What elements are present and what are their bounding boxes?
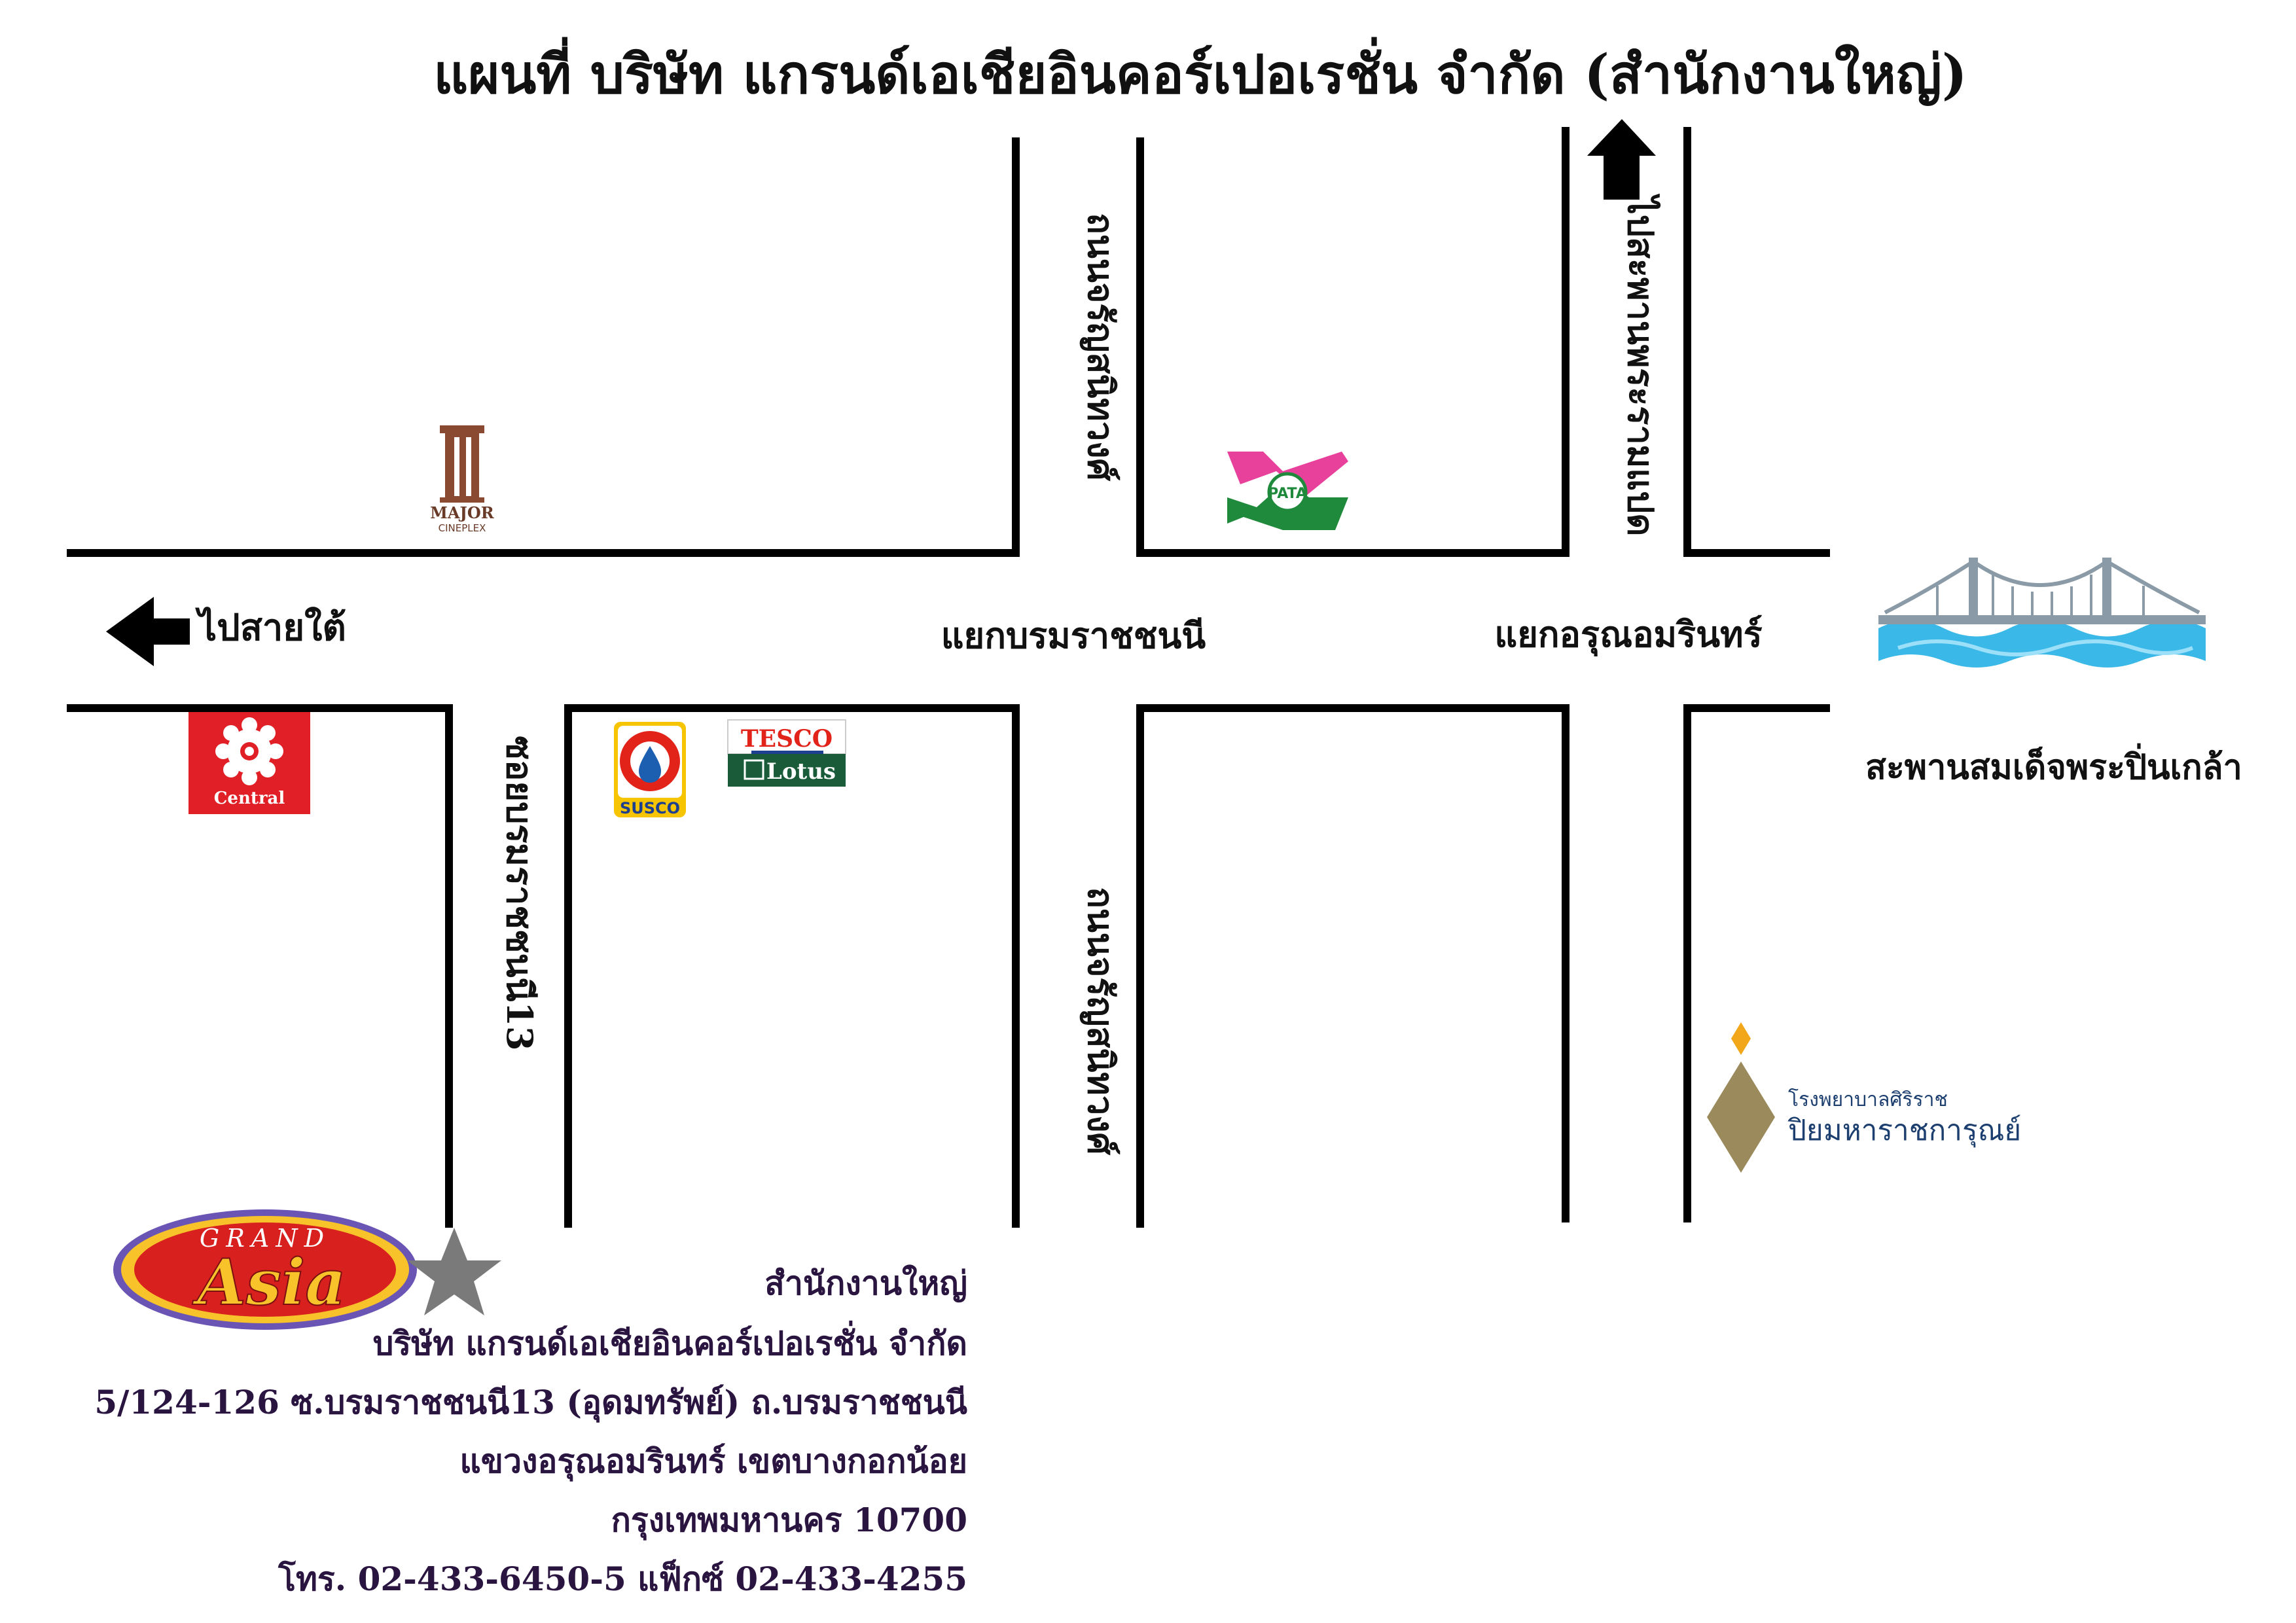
grand-asia-logo: GRAND Asia: [113, 1209, 417, 1330]
bridge-tower-left: [1969, 558, 1978, 623]
pata-label: PATA: [1268, 486, 1307, 502]
central-flower-icon: [215, 717, 283, 785]
central-logo: Central: [188, 712, 310, 814]
charan-south-east-edge: [1136, 704, 1570, 1228]
bridge-icon: [1878, 558, 2206, 668]
susco-label: SUSCO: [620, 799, 680, 817]
main-road-top-edge-right: [1683, 127, 1830, 557]
lotus-flower-icon: [744, 759, 764, 780]
bridge-road-bottom-right: [1683, 704, 1830, 1222]
major-cineplex-icon: [440, 425, 484, 503]
direction-to-south: ไปสายใต้: [195, 606, 346, 649]
arrow-left-icon: [106, 597, 190, 666]
address-line5: กรุงเทพมหานคร 10700: [611, 1501, 967, 1541]
susco-logo: SUSCO: [614, 722, 686, 817]
junction-borommaratchachonnani: แยกบรมราชชนนี: [941, 615, 1206, 656]
arrow-up-icon: [1587, 119, 1656, 200]
central-label: Central: [214, 789, 285, 808]
tesco-box-bottom: [728, 754, 846, 787]
hospital-logo: โรงพยาบาลศิริราช ปิยมหาราชการุณย์: [1707, 1022, 2021, 1173]
road-label-charan-south: ถนนจรัญสนิทวงศ์: [1080, 887, 1122, 1155]
tesco-label: TESCO: [741, 725, 833, 753]
logo-asia: Asia: [192, 1245, 346, 1319]
address-line3: 5/124-126 ซ.บรมราชชนนี13 (อุดมทรัพย์) ถ.…: [94, 1383, 967, 1423]
major-label: MAJOR: [430, 503, 494, 522]
lotus-label: Lotus: [766, 758, 836, 785]
main-road-bottom-edge-left: [67, 704, 453, 1228]
pata-globe-icon: [1267, 472, 1308, 512]
soi-east-edge: [564, 704, 1020, 1228]
road-label-soi-13: ซอยบรมราชชนนี13: [499, 736, 541, 1050]
hospital-diamond-large-icon: [1707, 1061, 1775, 1173]
address-line2: บริษัท แกรนด์เอเชียอินคอร์เปอเรชั่น จำกั…: [373, 1321, 967, 1363]
bridge-deck: [1878, 615, 2206, 624]
tesco-lotus-logo: TESCO Lotus: [727, 719, 846, 787]
bridge-name: สะพานสมเด็จพระปิ่นเกล้า: [1865, 743, 2242, 787]
main-road-top-edge: [67, 137, 1020, 557]
address-line6: โทร. 02-433-6450-5 แฟ็กซ์ 02-433-4255: [278, 1559, 967, 1598]
bridge-cable: [1884, 559, 2200, 615]
logo-grand: GRAND: [200, 1224, 331, 1253]
major-cineplex-logo: MAJOR CINEPLEX: [430, 425, 495, 534]
susco-drop-icon: [639, 746, 661, 783]
address-block: สำนักงานใหญ่ บริษัท แกรนด์เอเชียอินคอร์เ…: [94, 1264, 967, 1598]
junction-arun-amarin: แยกอรุณอมรินทร์: [1494, 613, 1762, 657]
location-star-icon: [407, 1228, 501, 1315]
hospital-line1: โรงพยาบาลศิริราช: [1788, 1088, 1948, 1111]
cineplex-label: CINEPLEX: [439, 522, 486, 534]
hospital-diamond-small-icon: [1731, 1022, 1751, 1055]
address-line4: แขวงอรุณอมรินทร์ เขตบางกอกน้อย: [460, 1442, 967, 1482]
road-label-to-bridge-8: ไปสะพานพระรามแปด: [1620, 194, 1662, 537]
hospital-line2: ปิยมหาราชการุณย์: [1787, 1114, 2022, 1148]
tesco-box-top: [727, 719, 846, 755]
logo-red-disc: [134, 1222, 396, 1317]
road-network: [67, 127, 1830, 1228]
address-line1: สำนักงานใหญ่: [764, 1264, 967, 1302]
bridge-tower-right: [2102, 558, 2111, 623]
road-label-charan-north: ถนนจรัญสนิทวงศ์: [1080, 213, 1122, 481]
map-title: แผนที่ บริษัท แกรนด์เอเชียอินคอร์เปอเรชั…: [433, 37, 1967, 107]
main-road-top-edge-middle: [1136, 127, 1570, 557]
water-waves: [1878, 620, 2206, 668]
pata-logo: PATA: [1227, 452, 1348, 530]
